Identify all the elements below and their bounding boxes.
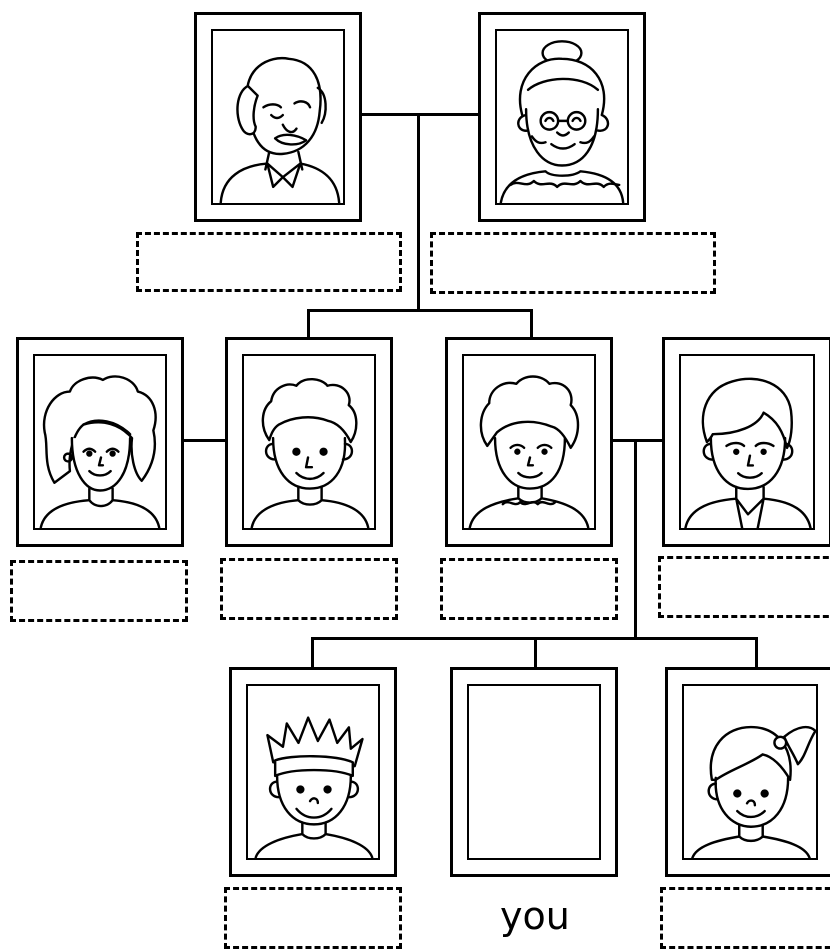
connector-to-sister [755, 637, 758, 668]
connector-aunt-uncle [183, 439, 225, 442]
you-label: you [500, 894, 570, 938]
grandmother-name-box[interactable] [430, 232, 716, 294]
mother-portrait-icon [468, 375, 590, 528]
grandfather-name-box[interactable] [136, 232, 402, 292]
father-frame [662, 337, 830, 547]
brother-frame [229, 667, 397, 877]
connector-to-mother [530, 309, 533, 338]
connector-parents [612, 439, 662, 442]
father-portrait-icon [684, 377, 812, 528]
grandmother-frame [478, 12, 646, 222]
brother-name-box[interactable] [224, 887, 402, 949]
sister-frame [665, 667, 830, 877]
grandmother-portrait-icon [499, 40, 625, 203]
uncle-portrait-icon [250, 377, 370, 528]
empty-portrait-frame[interactable] [467, 684, 601, 860]
you-frame[interactable] [450, 667, 618, 877]
aunt-name-box[interactable] [10, 560, 188, 622]
uncle-name-box[interactable] [220, 558, 398, 620]
brother-portrait-icon [254, 716, 374, 858]
sister-name-box[interactable] [660, 887, 830, 949]
sister-portrait-icon [691, 725, 816, 858]
connector-grandparents-down [417, 113, 420, 311]
connector-grandparents [361, 113, 479, 116]
connector-to-you [534, 637, 537, 668]
aunt-portrait-icon [39, 375, 161, 528]
father-name-box[interactable] [658, 556, 830, 618]
aunt-frame [16, 337, 184, 547]
connector-to-brother [311, 637, 314, 668]
grandfather-frame [194, 12, 362, 222]
mother-frame [445, 337, 613, 547]
grandfather-portrait-icon [219, 56, 341, 203]
mother-name-box[interactable] [440, 558, 618, 620]
connector-to-uncle [307, 309, 310, 338]
uncle-frame [225, 337, 393, 547]
connector-parents-down [634, 439, 637, 639]
connector-generation2-bar [307, 309, 532, 312]
